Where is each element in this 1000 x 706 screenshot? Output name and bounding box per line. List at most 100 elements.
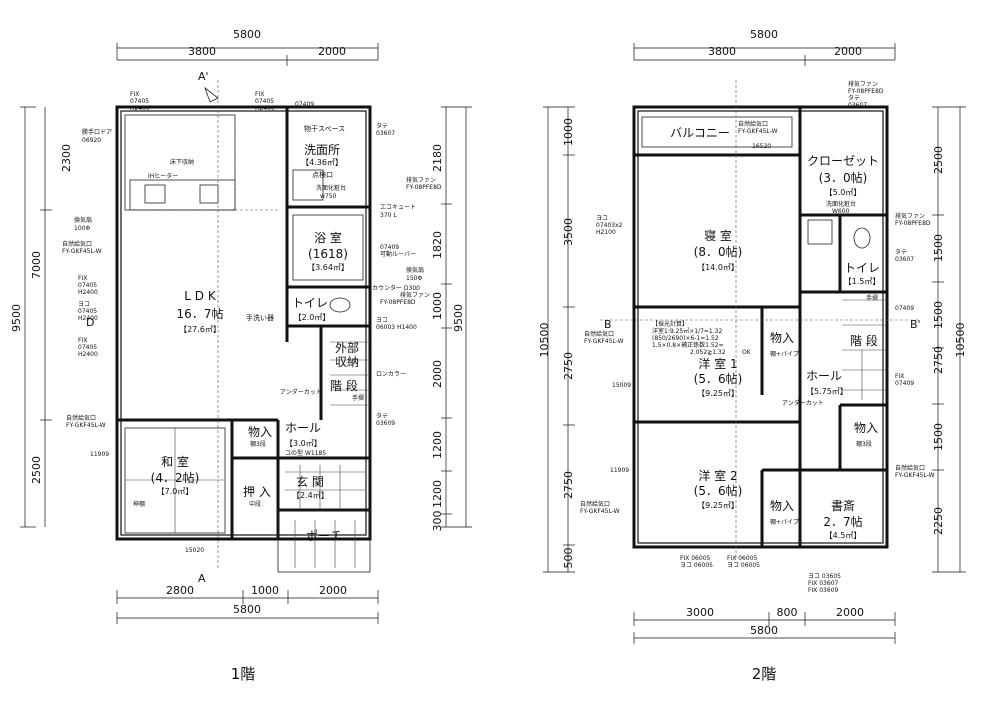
dim-text: 1000 [431, 292, 444, 320]
section-arrow-icon [204, 86, 219, 103]
dim-text: 10500 [954, 323, 967, 358]
note-text: FY-GKF45L-W [580, 508, 620, 515]
floor1-top-dimensions: 5800 3800 2000 [116, 28, 379, 66]
note-text: タテ [848, 94, 860, 102]
dim-text: 3800 [188, 45, 216, 58]
room-toilet-area: 【2.0㎡】 [294, 313, 331, 322]
dim-text: 1200 [431, 480, 444, 508]
room-yoshitsu1-name: 洋 室 1 [698, 356, 737, 371]
room-porch-name: ポーチ [306, 529, 342, 543]
dim-text: 10500 [538, 323, 551, 358]
note-text: 換気扇 [406, 266, 424, 274]
room-toilet-name: トイレ [292, 296, 328, 310]
note-text: 03607 [895, 256, 914, 263]
room-yoshitsu2-area: 【9.25㎡】 [697, 501, 739, 510]
dim-text: 3800 [708, 45, 736, 58]
room-shosai-name: 書斎 [831, 498, 855, 513]
note-text: 06003 H1400 [376, 324, 417, 331]
floor2-top-dimensions: 5800 3800 2000 [633, 28, 896, 66]
tesuri-label: 手摺 [352, 394, 364, 402]
room-yoshitsu2-size: (5．6帖) [694, 483, 743, 498]
note-text: 03607 [376, 130, 395, 137]
room-hall-name: ホール [285, 421, 321, 435]
dim-text: 1500 [932, 234, 945, 262]
dim-text: 2180 [431, 144, 444, 172]
room-monoire3-name: 物入 [770, 499, 794, 513]
note-text: FY-08PFE8D [380, 299, 416, 306]
floor2-bottom-dimensions: 3000 800 2000 5800 [633, 606, 896, 644]
note-text: 07409 [295, 101, 314, 108]
note-text: 07405 [78, 282, 97, 289]
note-text: 排気ファン [895, 212, 925, 220]
note-text: FY-GKF45L-W [584, 338, 624, 345]
note-text: FY-08PFE8D [895, 220, 931, 227]
dim-text: 2000 [834, 45, 862, 58]
room-senmen-area: 【4.36㎡】 [301, 158, 343, 167]
monohoshi-label: 物干スペース [304, 124, 345, 133]
room-monoire1-note: 棚+パイプ [770, 350, 799, 358]
note-text: 150Φ [406, 275, 422, 282]
room-ldk-size: 16．7帖 [177, 306, 224, 321]
room-monoire1-name: 物入 [770, 331, 794, 345]
note-text: エコキュート [380, 204, 416, 211]
room-genkan-name: 玄 関 [296, 474, 324, 489]
room-washitsu-size: (4．2帖) [151, 470, 200, 485]
note-text: FIX [895, 373, 904, 380]
dim-text: 3000 [686, 606, 714, 619]
dim-text: 1000 [251, 584, 279, 597]
note-text: 可動ルーバー [380, 250, 416, 258]
section-mark: B' [910, 318, 921, 331]
floor2-notes: 排気ファン FY-08PFE8D タテ 03607 自然給気口 FY-GKF45… [580, 80, 935, 594]
note-text: 07403x2 [596, 222, 623, 229]
floor2-left-dimensions: 10500 1000 3500 2750 2750 500 [538, 106, 575, 573]
room-hall-area: 【3.0㎡】 [285, 439, 322, 448]
note-text: 換気扇 [74, 216, 92, 224]
note-text: 11909 [90, 451, 109, 458]
senmen-kesho-label: 洗面化粧台 [826, 200, 856, 208]
room-senmen-name: 洗面所 [304, 143, 340, 157]
section-mark: A' [198, 70, 209, 83]
note-text: FIX [78, 275, 87, 282]
note-text: 07405 [78, 344, 97, 351]
note-text: 排気ファン [400, 291, 430, 299]
note-text: FY-GKF45L-W [66, 422, 106, 429]
note-text: FY-GKF45L-W [895, 472, 935, 479]
note-text: 370 L [380, 212, 397, 219]
dim-text: 5800 [233, 28, 261, 41]
note-text: H2400 [130, 105, 150, 112]
dim-text: 2500 [30, 456, 43, 484]
room-yoshitsu2-name: 洋 室 2 [698, 468, 737, 483]
note-text: ヨコ 03605 [808, 573, 841, 580]
room-shosai-area: 【4.5㎡】 [825, 531, 862, 540]
note-text: 15009 [612, 382, 631, 389]
room-hall2-area: 【5.75㎡】 [806, 387, 848, 396]
note-text: 07409 [380, 244, 399, 251]
room-shinshitsu-area: 【14.0㎡】 [697, 263, 739, 272]
dim-text: 2300 [60, 144, 73, 172]
section-mark: B [604, 318, 612, 331]
ih-label: IHヒーター [148, 172, 178, 180]
note-text: H2100 [596, 229, 616, 236]
note-text: (850/2690)×6-1=1.52 [652, 335, 719, 342]
room-gaibu-name1: 外部 [335, 340, 359, 355]
floor2-walls [600, 80, 920, 560]
note-text: ヨコ 06005 [680, 562, 713, 569]
note-text: ヨコ [596, 215, 608, 222]
dim-text: 2800 [166, 584, 194, 597]
note-text: 自然給気口 [62, 240, 92, 248]
note-text: 排気ファン [406, 176, 436, 184]
note-text: ヨコ [78, 301, 90, 308]
room-yoshitsu1-area: 【9.25㎡】 [697, 389, 739, 398]
room-shinshitsu-size: (8．0帖) [694, 244, 743, 259]
floor1-right-dimensions: 2180 1820 1000 2000 1200 1200 300 9500 [431, 106, 472, 532]
floor1-bottom-dimensions: 2800 1000 2000 5800 [116, 584, 379, 624]
room-closet-size: (3．0帖) [819, 170, 868, 185]
senmen-kesho-label: 洗面化粧台 [316, 184, 346, 192]
room-toilet2-area: 【1.5㎡】 [844, 277, 881, 286]
note-text: FY-GKF45L-W [738, 128, 778, 135]
note-text: FIX 03609 [808, 587, 839, 594]
room-shosai-size: 2．7帖 [823, 514, 862, 529]
room-toilet2-name: トイレ [844, 261, 880, 275]
note-text: FIX [255, 91, 264, 98]
dim-text: 1200 [431, 431, 444, 459]
